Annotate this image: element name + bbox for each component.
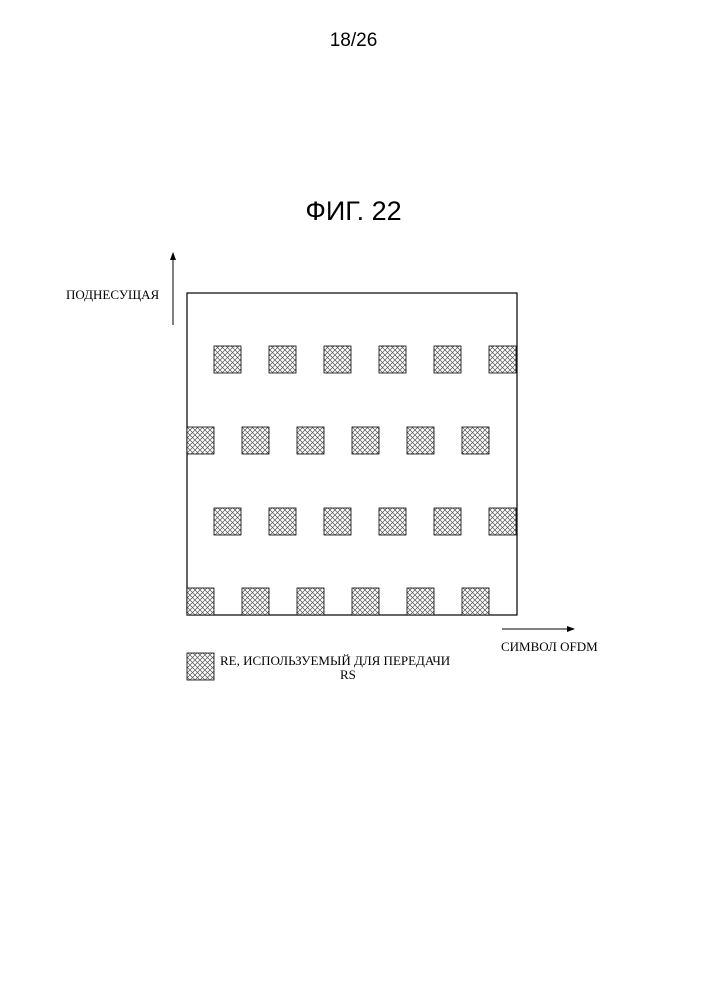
rs-resource-element [352,427,379,454]
rs-resource-element [297,588,324,615]
rs-resource-element [187,427,214,454]
rs-resource-element [434,346,461,373]
rs-resource-element [407,588,434,615]
rs-resource-element [324,346,351,373]
rs-resource-element [489,508,516,535]
rs-resource-element [242,427,269,454]
rs-resource-element [214,508,241,535]
rs-resource-element [269,346,296,373]
rs-resource-element [269,508,296,535]
rs-resource-element [489,346,516,373]
rs-cells [187,346,516,615]
rs-resource-element [297,427,324,454]
rs-resource-element [379,346,406,373]
rs-resource-element [379,508,406,535]
rs-resource-element [214,346,241,373]
rs-resource-element [434,508,461,535]
rs-resource-element [187,588,214,615]
legend-swatch [187,653,214,680]
rs-resource-element [352,588,379,615]
rs-resource-element [407,427,434,454]
rs-resource-element [324,508,351,535]
rs-resource-element [242,588,269,615]
rs-resource-element [462,427,489,454]
rs-resource-element [462,588,489,615]
